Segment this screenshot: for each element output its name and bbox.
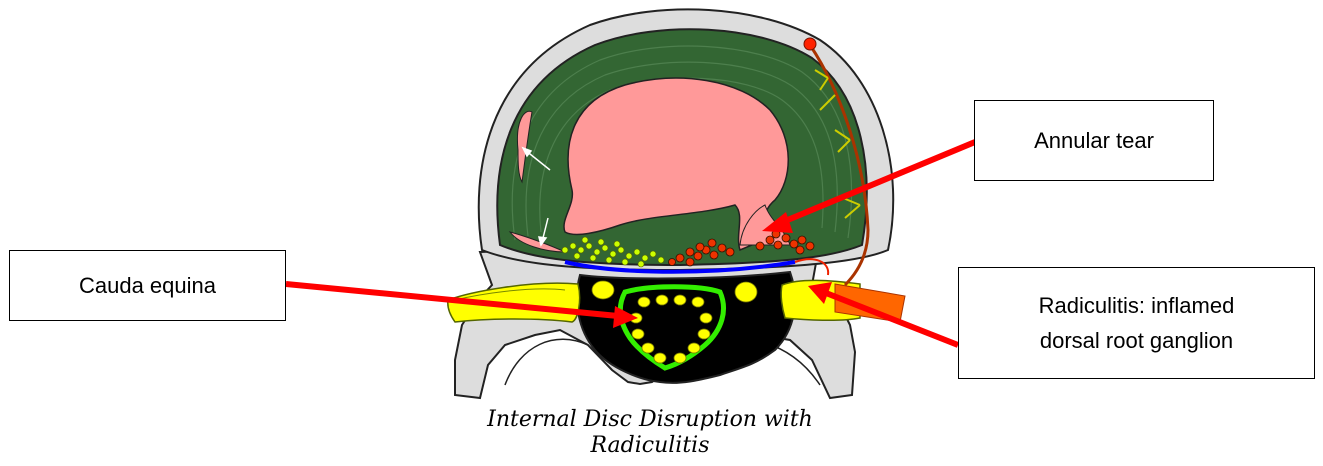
- annular-tear-text: Annular tear: [1034, 123, 1154, 158]
- radiculitis-text-line1: Radiculitis: inflamed: [1039, 288, 1235, 323]
- cauda-equina-label: Cauda equina: [9, 250, 286, 321]
- radiculitis-label: Radiculitis: inflamed dorsal root gangli…: [958, 267, 1315, 379]
- caption-line-1: Internal Disc Disruption with: [420, 407, 880, 432]
- radiculitis-text-line2: dorsal root ganglion: [1040, 323, 1233, 358]
- annular-tear-label: Annular tear: [974, 100, 1214, 181]
- cauda-equina-text: Cauda equina: [79, 268, 216, 303]
- caption-line-2: Radiculitis: [420, 433, 880, 458]
- nerve-end-bulb: [804, 38, 816, 50]
